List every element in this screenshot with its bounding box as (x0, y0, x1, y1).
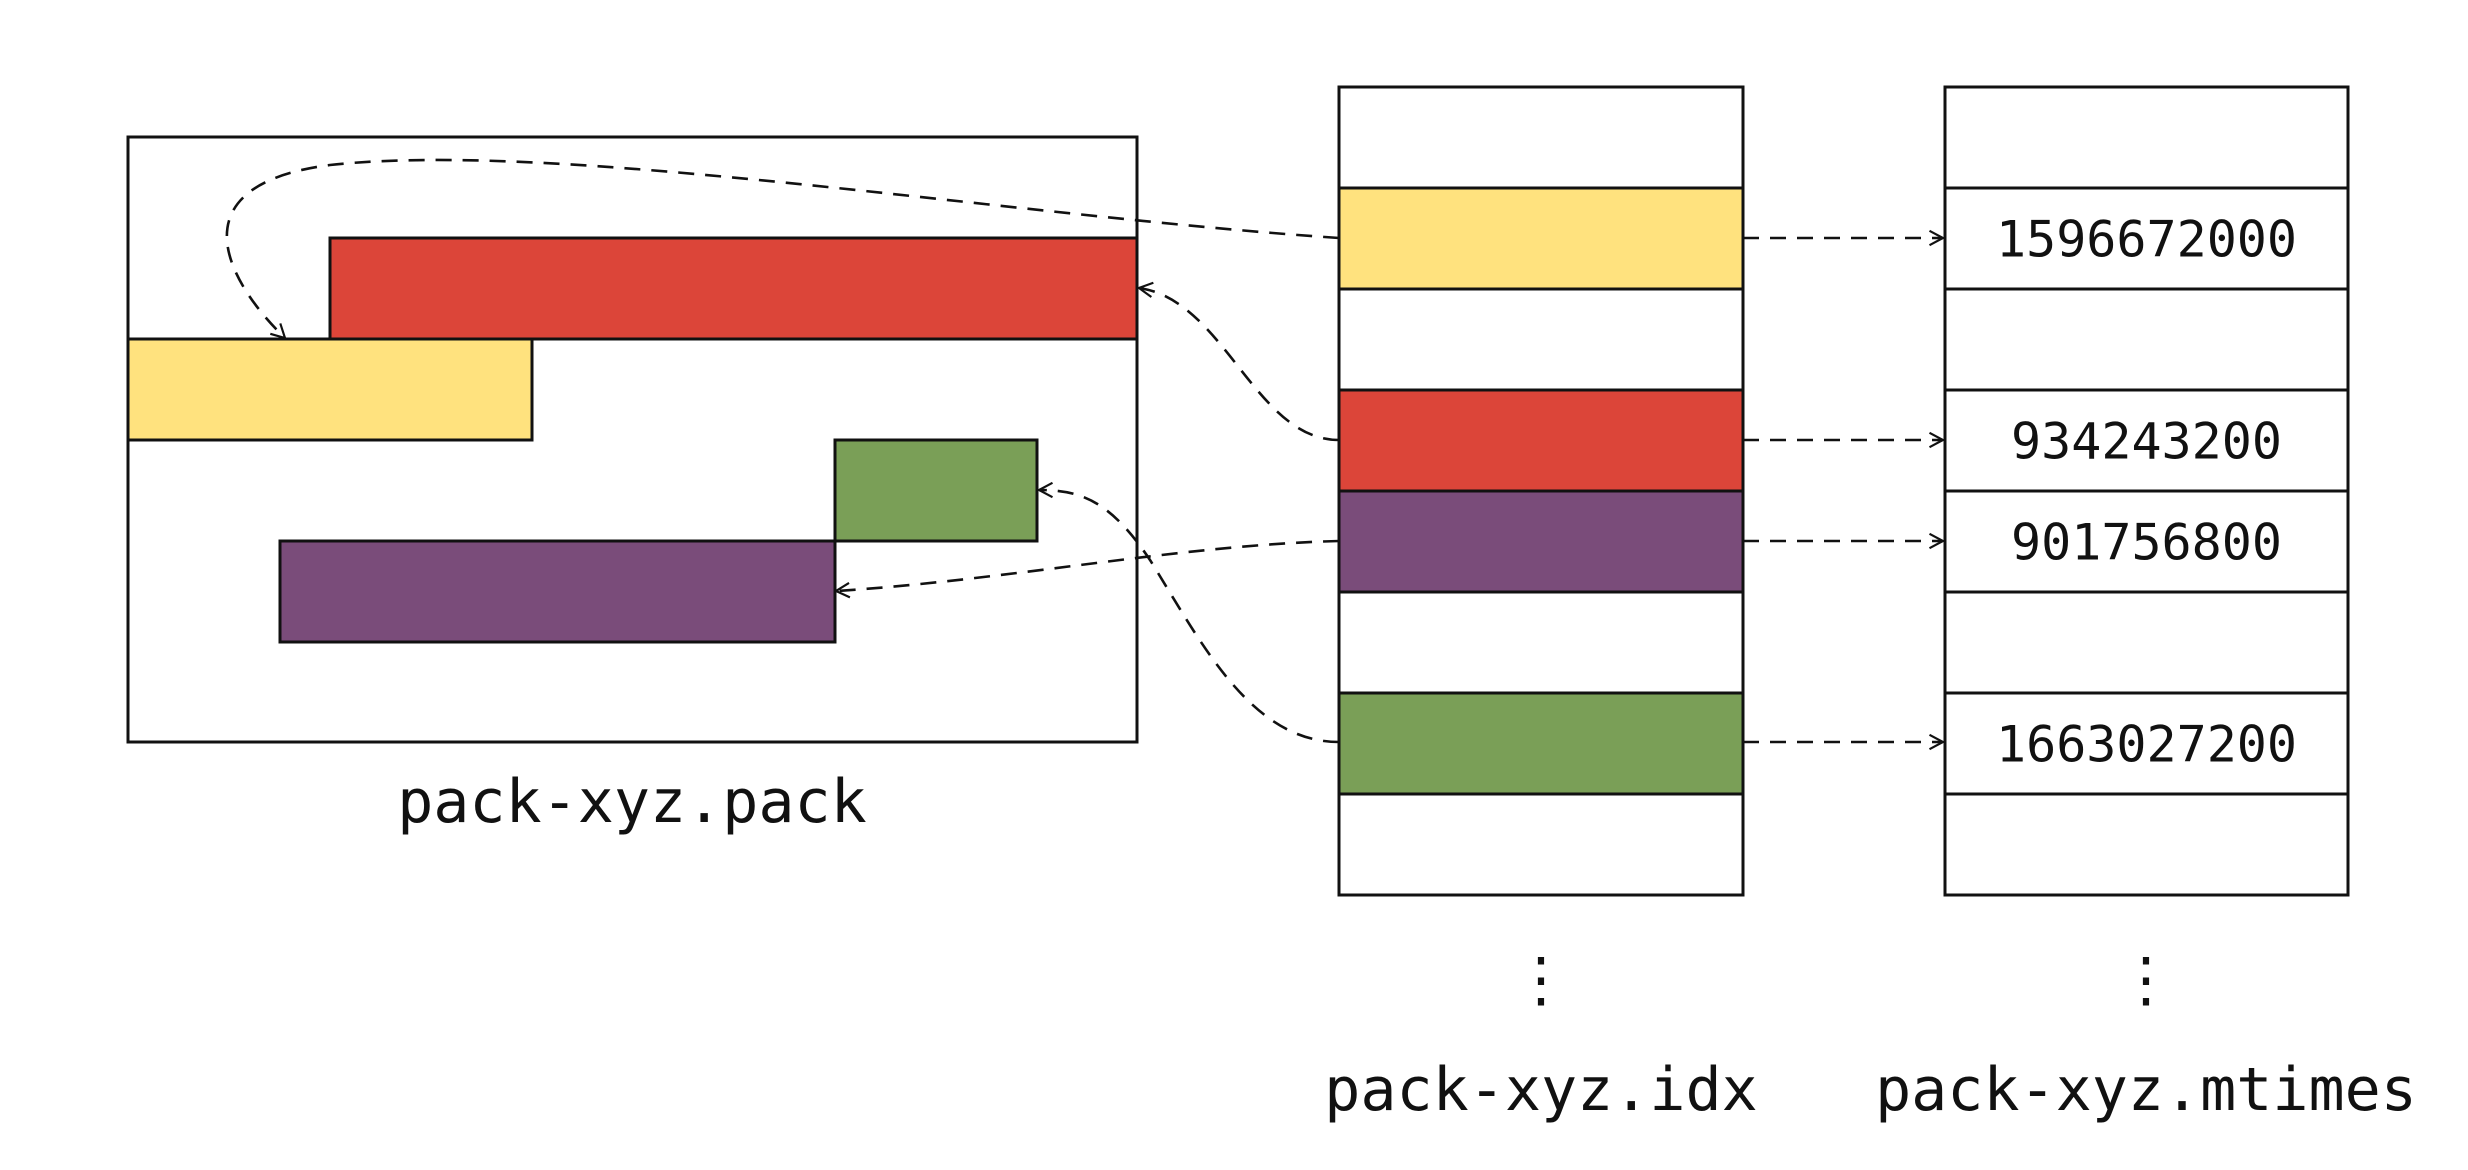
pack-object-red (328, 236, 1139, 341)
mtimes-row-empty (1943, 792, 2350, 897)
idx-continuation-dots: ⋮ (1511, 945, 1571, 1015)
mtimes-row-934243200 (1943, 388, 2350, 493)
idx-table (1337, 85, 1745, 897)
idx-to-pack-red-arrow (1136, 281, 1340, 442)
idx-row-empty (1337, 287, 1745, 392)
mtimes-row-empty (1943, 590, 2350, 695)
idx-row-yellow (1337, 186, 1745, 291)
mtimes-continuation-dots: ⋮ (2116, 945, 2176, 1015)
idx-to-pack-green-arrow (1036, 481, 1340, 744)
idx-row-green (1337, 691, 1745, 796)
mtimes-table: 1596672000 934243200 901756800 1663027200 (1943, 85, 2350, 897)
idx-row-empty (1337, 792, 1745, 897)
mtimes-row-empty (1943, 85, 2350, 190)
mtime-value: 1596672000 (1996, 211, 2297, 269)
pack-object-yellow (126, 337, 534, 442)
idx-row-empty (1337, 590, 1745, 695)
mtime-value: 934243200 (2011, 413, 2282, 471)
idx-row-red (1337, 388, 1745, 493)
pack-caption: pack-xyz.pack (397, 767, 867, 837)
mtimes-row-901756800 (1943, 489, 2350, 594)
idx-to-pack-purple-arrow (833, 539, 1340, 599)
idx-caption: pack-xyz.idx (1324, 1055, 1757, 1125)
idx-to-pack-yellow-arrow (225, 158, 1340, 340)
idx-row-purple (1337, 489, 1745, 594)
mtimes-row-1596672000 (1943, 186, 2350, 291)
pack-object-green (833, 438, 1039, 543)
mtimes-row-empty (1943, 287, 2350, 392)
mtime-value: 1663027200 (1996, 716, 2297, 774)
mtime-value: 901756800 (2011, 514, 2282, 572)
idx-row-empty (1337, 85, 1745, 190)
mtimes-caption: pack-xyz.mtimes (1875, 1055, 2417, 1125)
pack-object-purple (278, 539, 837, 644)
